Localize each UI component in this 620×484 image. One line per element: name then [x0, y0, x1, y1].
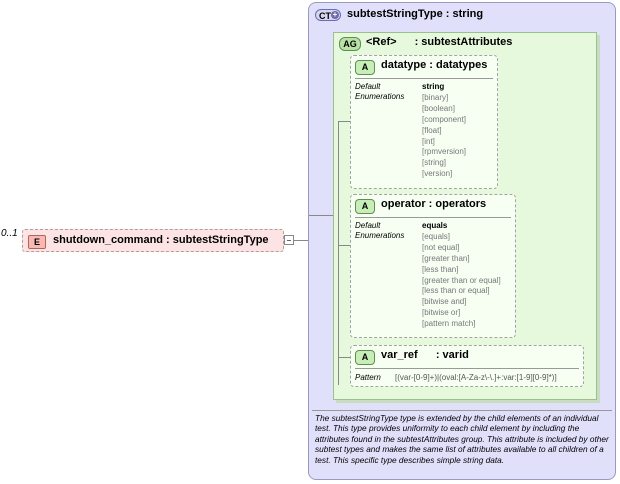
enum-value: [boolean] — [422, 103, 455, 113]
enumerations-label: Enumerations — [355, 92, 405, 101]
connector-line — [294, 240, 308, 241]
enum-value: [less than or equal] — [422, 286, 490, 296]
attribute-type: : varid — [435, 349, 469, 361]
enum-value: [int] — [422, 136, 435, 146]
group-branch-line — [338, 357, 350, 358]
enum-value: [component] — [422, 114, 467, 124]
attribute-labels: Default Enumerations — [355, 221, 404, 241]
occurrence-label: 0..1 — [1, 228, 18, 239]
complex-type-badge: CT + — [315, 9, 341, 21]
pattern-label: Pattern — [355, 373, 381, 382]
ct-connector-line — [309, 215, 337, 216]
enum-value: [bitwise or] — [422, 308, 461, 318]
attribute-values: string [binary] [boolean] [component] [f… — [422, 82, 466, 180]
complex-type-badge-text: CT — [319, 11, 331, 21]
group-branch-line — [338, 121, 350, 122]
ref-label: <Ref> — [366, 36, 397, 48]
default-value: string — [422, 82, 445, 91]
element-label: shutdown_command : subtestStringType — [53, 234, 269, 246]
attribute-datatype[interactable]: A datatype : datatypes Default Enumerati… — [350, 55, 498, 189]
attribute-operator[interactable]: A operator : operators Default Enumerati… — [350, 194, 516, 338]
attribute-title: var_ref : varid — [381, 349, 469, 361]
attribute-labels: Default Enumerations — [355, 82, 404, 102]
default-value: equals — [422, 221, 448, 230]
attribute-group-box: AG <Ref> : subtestAttributes A datatype :… — [333, 32, 597, 400]
enum-value: [not equal] — [422, 242, 460, 252]
attribute-var-ref[interactable]: A var_ref : varid Pattern [(var-[0-9]+)|… — [350, 345, 584, 387]
attribute-title: datatype : datatypes — [381, 59, 488, 71]
documentation-divider — [312, 410, 612, 411]
group-tree-line — [338, 121, 339, 385]
attribute-group-name: : subtestAttributes — [414, 36, 513, 48]
enum-value: [binary] — [422, 92, 449, 102]
attribute-values: equals [equals] [not equal] [greater tha… — [422, 221, 501, 330]
attribute-group-title: <Ref> : subtestAttributes — [366, 36, 512, 48]
enum-value: [greater than or equal] — [422, 275, 501, 285]
enum-value: [rpmversion] — [422, 147, 467, 157]
enum-value: [pattern match] — [422, 319, 476, 329]
attribute-badge: A — [355, 350, 375, 365]
complex-type-box: CT + subtestStringType : string AG <Ref>… — [308, 2, 616, 480]
element-shutdown-command[interactable]: E shutdown_command : subtestStringType — [22, 229, 284, 252]
element-badge: E — [28, 235, 46, 249]
enum-value: [less than] — [422, 264, 459, 274]
attribute-divider — [355, 78, 493, 79]
enum-value: [bitwise and] — [422, 297, 467, 307]
enum-value: [string] — [422, 158, 447, 168]
attribute-group-badge: AG — [339, 37, 361, 51]
group-branch-line — [338, 245, 350, 246]
collapse-connector-icon[interactable] — [284, 235, 294, 245]
enum-value: [equals] — [422, 231, 451, 241]
attribute-badge: A — [355, 199, 375, 214]
attribute-badge: A — [355, 60, 375, 75]
enumerations-label: Enumerations — [355, 231, 405, 240]
attribute-name: var_ref — [381, 349, 418, 361]
enum-value: [float] — [422, 125, 442, 135]
attribute-divider — [355, 368, 579, 369]
complex-type-title: subtestStringType : string — [347, 8, 484, 20]
enum-value: [greater than] — [422, 253, 470, 263]
attribute-divider — [355, 217, 511, 218]
enum-value: [version] — [422, 169, 453, 179]
default-label: Default — [355, 82, 381, 91]
pattern-value: [(var-[0-9]+)|(oval:[A-Za-z\-\.]+:var:[1… — [395, 373, 557, 382]
documentation-text: The subtestStringType type is extended b… — [315, 413, 609, 465]
default-label: Default — [355, 221, 381, 230]
expand-plus-icon: + — [331, 10, 339, 19]
attribute-title: operator : operators — [381, 198, 487, 210]
